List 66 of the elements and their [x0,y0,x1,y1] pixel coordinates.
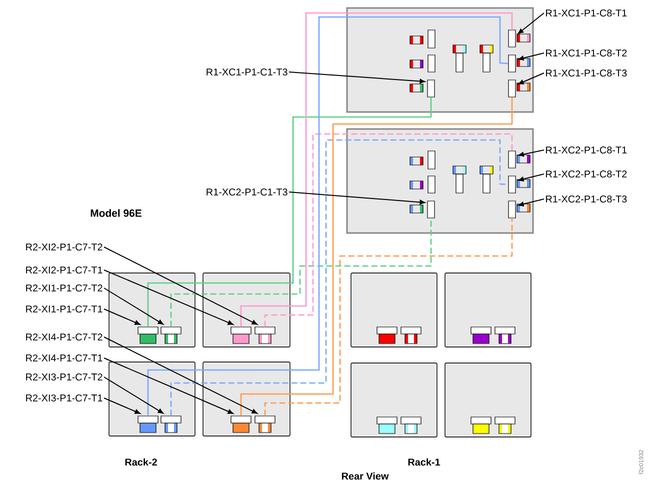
cable [240,12,513,327]
cable [170,218,432,327]
leader-line [104,288,164,325]
port-label: R1-XC2-P1-C1-T3 [206,188,288,196]
cable [240,97,513,416]
port-label: R1-XC1-P1-C8-T2 [546,49,627,57]
port [138,326,158,344]
port-label: R1-XC1-P1-C1-T3 [206,68,288,76]
port-label: R2-XI4-P1-C7-T2 [26,333,102,341]
cable [264,218,513,416]
port-label: R1-XC1-P1-C8-T3 [546,69,627,77]
rack-label: Rack-1 [408,458,440,466]
leader-line [518,72,544,84]
leader-line [518,52,544,60]
port-label: R2-XI2-P1-C7-T1 [26,266,102,274]
port [254,326,276,344]
port-label: R2-XI3-P1-C7-T2 [26,373,102,381]
rack-label: Rack-2 [125,458,157,466]
patch-panel-drawing [346,7,534,113]
port-label: R2-XI1-P1-C7-T1 [26,305,102,313]
leader-line [288,192,426,205]
rack-unit-drawing [444,362,532,438]
leader-line [104,308,140,325]
leader-line [104,398,140,414]
rack-unit-drawing [350,272,438,348]
port [508,150,516,168]
leader-line [104,246,258,325]
port [160,326,182,344]
port [427,80,435,98]
leader-line [104,376,164,414]
cable [170,139,508,416]
port-label: R2-XI4-P1-C7-T1 [26,354,102,362]
port-label: R1-XC2-P1-C8-T3 [546,195,627,203]
leader-line [104,270,234,325]
port [254,416,276,433]
port [508,200,516,218]
model-label: Model 96E [90,209,142,217]
port-label: R2-XI3-P1-C7-T1 [26,394,102,402]
rack-unit-drawing [444,272,532,348]
port [427,200,435,218]
rack-unit-drawing [350,362,438,438]
view-label: Rear View [342,472,389,480]
port-label: R2-XI1-P1-C7-T2 [26,284,102,292]
patch-panel-drawing [346,128,534,234]
port [508,80,516,98]
port [508,176,516,194]
port [508,30,516,48]
leader-line [104,336,258,414]
port [138,416,158,433]
leader-line [288,72,426,84]
port-label: R1-XC2-P1-C8-T2 [546,170,627,178]
port [230,326,252,344]
leader-line [518,12,544,34]
leader-line [518,174,544,182]
port [230,416,252,433]
cable [147,16,508,416]
port [160,416,182,433]
port-label: R1-XC1-P1-C8-T1 [546,9,627,17]
port [508,54,516,72]
cable [147,97,432,327]
leader-line [104,358,234,414]
leader-line [518,198,544,206]
port-label: R1-XC2-P1-C8-T1 [546,146,627,154]
leader-line [518,150,544,157]
cable [264,133,513,327]
port-label: R2-XI2-P1-C7-T2 [26,243,102,251]
